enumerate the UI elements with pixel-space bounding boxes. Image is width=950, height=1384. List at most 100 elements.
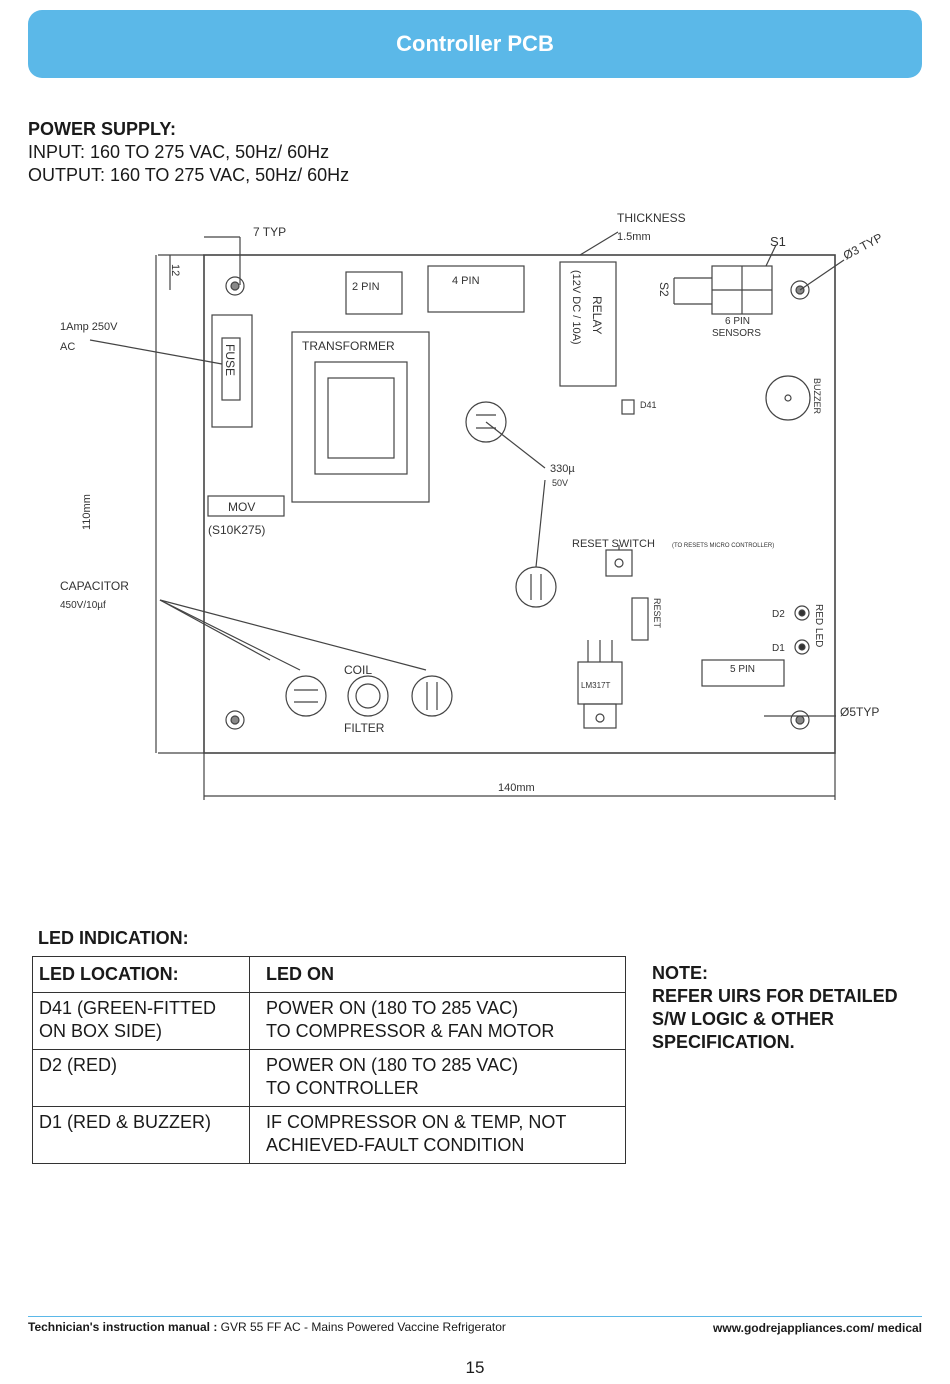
label-relay-1: RELAY xyxy=(590,296,604,334)
footer-website: www.godrejappliances.com/ medical xyxy=(713,1321,922,1335)
filter-coil xyxy=(347,675,389,717)
relay xyxy=(559,261,617,387)
label-height: 110mm xyxy=(81,494,93,530)
pcb-board-outline xyxy=(203,254,836,754)
table-row: D2 (RED) POWER ON (180 TO 285 VAC) TO CO… xyxy=(32,1049,626,1107)
label-red-led: RED LED xyxy=(813,604,824,647)
table-cell-led-on: POWER ON (180 TO 285 VAC) TO CONTROLLER xyxy=(249,1049,626,1107)
label-4pin: 4 PIN xyxy=(452,275,480,287)
mount-hole-bottom-right xyxy=(790,710,810,730)
filter-cap-right xyxy=(411,675,453,717)
cap-mid-leader xyxy=(535,479,546,568)
label-fuse-rating-2: AC xyxy=(60,341,75,353)
capacitor-leader-1 xyxy=(159,599,301,671)
label-hole5: Ø5TYP xyxy=(840,705,879,719)
led-indication-heading: LED INDICATION: xyxy=(38,928,189,948)
thickness-leader xyxy=(579,231,619,256)
power-supply-section: POWER SUPPLY: INPUT: 160 TO 275 VAC, 50H… xyxy=(28,118,349,187)
column-header-led-on: LED ON xyxy=(249,956,626,993)
table-cell-led-on: POWER ON (180 TO 285 VAC) TO COMPRESSOR … xyxy=(249,992,626,1050)
d1-led xyxy=(794,639,810,655)
cap-330-leader xyxy=(485,421,546,469)
led-indication-table: LED LOCATION: LED ON D41 (GREEN-FITTED O… xyxy=(32,956,626,1164)
table-cell-location: D2 (RED) xyxy=(32,1049,250,1107)
label-2pin: 2 PIN xyxy=(352,281,380,293)
label-mov: MOV xyxy=(228,500,255,514)
table-row: D41 (GREEN-FITTED ON BOX SIDE) POWER ON … xyxy=(32,992,626,1050)
mount-hole-top-left xyxy=(225,276,245,296)
footer-manual: Technician's instruction manual : GVR 55… xyxy=(28,1320,506,1334)
cell-line: POWER ON (180 TO 285 VAC) xyxy=(266,1055,519,1075)
note-line: SPECIFICATION. xyxy=(652,1032,795,1052)
label-coil: COIL xyxy=(344,663,372,677)
label-width: 140mm xyxy=(498,782,535,794)
capacitor-mid xyxy=(515,566,557,608)
label-filter: FILTER xyxy=(344,721,385,735)
cell-line: TO COMPRESSOR & FAN MOTOR xyxy=(266,1021,555,1041)
page-title: Controller PCB xyxy=(396,31,554,56)
label-capacitor-2: 450V/10µf xyxy=(60,600,106,611)
label-reset-note: (TO RESETS MICRO CONTROLLER) xyxy=(672,543,774,549)
mov xyxy=(207,495,285,517)
label-7typ: 7 TYP xyxy=(253,225,286,239)
footer-divider xyxy=(28,1316,922,1317)
label-s2: S2 xyxy=(657,282,671,297)
label-d41: D41 xyxy=(640,400,657,410)
label-sensors-2: SENSORS xyxy=(712,328,761,339)
pcb-diagram: 7 TYP 12 THICKNESS 1.5mm S1 S2 Ø3 TYP 1A… xyxy=(60,211,885,800)
cell-line: D1 (RED & BUZZER) xyxy=(39,1112,212,1132)
label-d2: D2 xyxy=(772,609,785,620)
table-cell-location: D1 (RED & BUZZER) xyxy=(32,1106,250,1164)
cell-line: ACHIEVED-FAULT CONDITION xyxy=(266,1135,525,1155)
cell-line: D41 (GREEN-FITTED xyxy=(39,998,217,1018)
label-reset-switch: RESET SWITCH xyxy=(572,538,655,550)
table-cell-led-on: IF COMPRESSOR ON & TEMP, NOT ACHIEVED-FA… xyxy=(249,1106,626,1164)
transformer-outline xyxy=(291,331,430,503)
label-cap330-1: 330µ xyxy=(550,463,575,475)
note-line: S/W LOGIC & OTHER xyxy=(652,1009,834,1029)
connector-4pin xyxy=(427,265,525,313)
page-number: 15 xyxy=(465,1358,485,1377)
table-cell-location: D41 (GREEN-FITTED ON BOX SIDE) xyxy=(32,992,250,1050)
label-5pin: 5 PIN xyxy=(730,664,755,675)
note-line: REFER UIRS FOR DETAILED xyxy=(652,986,898,1006)
table-row: D1 (RED & BUZZER) IF COMPRESSOR ON & TEM… xyxy=(32,1106,626,1164)
power-supply-heading: POWER SUPPLY: xyxy=(28,119,177,139)
fuse-holder xyxy=(211,314,253,428)
cell-line: POWER ON (180 TO 285 VAC) xyxy=(266,998,519,1018)
label-fuse-rating-1: 1Amp 250V xyxy=(60,321,118,333)
reset-switch xyxy=(605,549,633,577)
label-buzzer: BUZZER xyxy=(812,378,822,415)
header-banner: Controller PCB xyxy=(28,10,922,78)
label-transformer: TRANSFORMER xyxy=(302,339,395,353)
label-capacitor-1: CAPACITOR xyxy=(60,579,129,593)
label-thickness-val: 1.5mm xyxy=(617,231,651,243)
d41-led xyxy=(621,399,635,415)
capacitor-330u xyxy=(465,401,507,443)
cell-line: TO CONTROLLER xyxy=(266,1078,419,1098)
power-supply-output: OUTPUT: 160 TO 275 VAC, 50Hz/ 60Hz xyxy=(28,165,350,185)
filter-cap-left xyxy=(285,675,327,717)
s1-leader xyxy=(765,244,777,267)
label-mov-part: (S10K275) xyxy=(208,523,265,537)
footer-manual-title: GVR 55 FF AC - Mains Powered Vaccine Ref… xyxy=(220,1320,506,1334)
fuse xyxy=(221,337,241,401)
transformer-core xyxy=(314,361,408,475)
mount-hole-top-right xyxy=(790,280,810,300)
connector-5pin xyxy=(701,659,785,687)
label-lm317t: LM317T xyxy=(581,681,610,690)
buzzer xyxy=(765,375,811,421)
mount-hole-bottom-left xyxy=(225,710,245,730)
label-cap330-2: 50V xyxy=(552,478,568,488)
label-d1: D1 xyxy=(772,643,785,654)
d2-led xyxy=(794,605,810,621)
label-hole3: Ø3 TYP xyxy=(841,230,885,262)
fuse-leader xyxy=(89,339,223,365)
power-supply-input: INPUT: 160 TO 275 VAC, 50Hz/ 60Hz xyxy=(28,142,330,162)
label-reset: RESET xyxy=(652,598,662,629)
hole3-leader xyxy=(799,259,845,291)
cell-line: D2 (RED) xyxy=(39,1055,118,1075)
table-header-row: LED LOCATION: LED ON xyxy=(32,956,626,993)
label-s1: S1 xyxy=(770,234,786,249)
column-header-location: LED LOCATION: xyxy=(32,956,250,993)
